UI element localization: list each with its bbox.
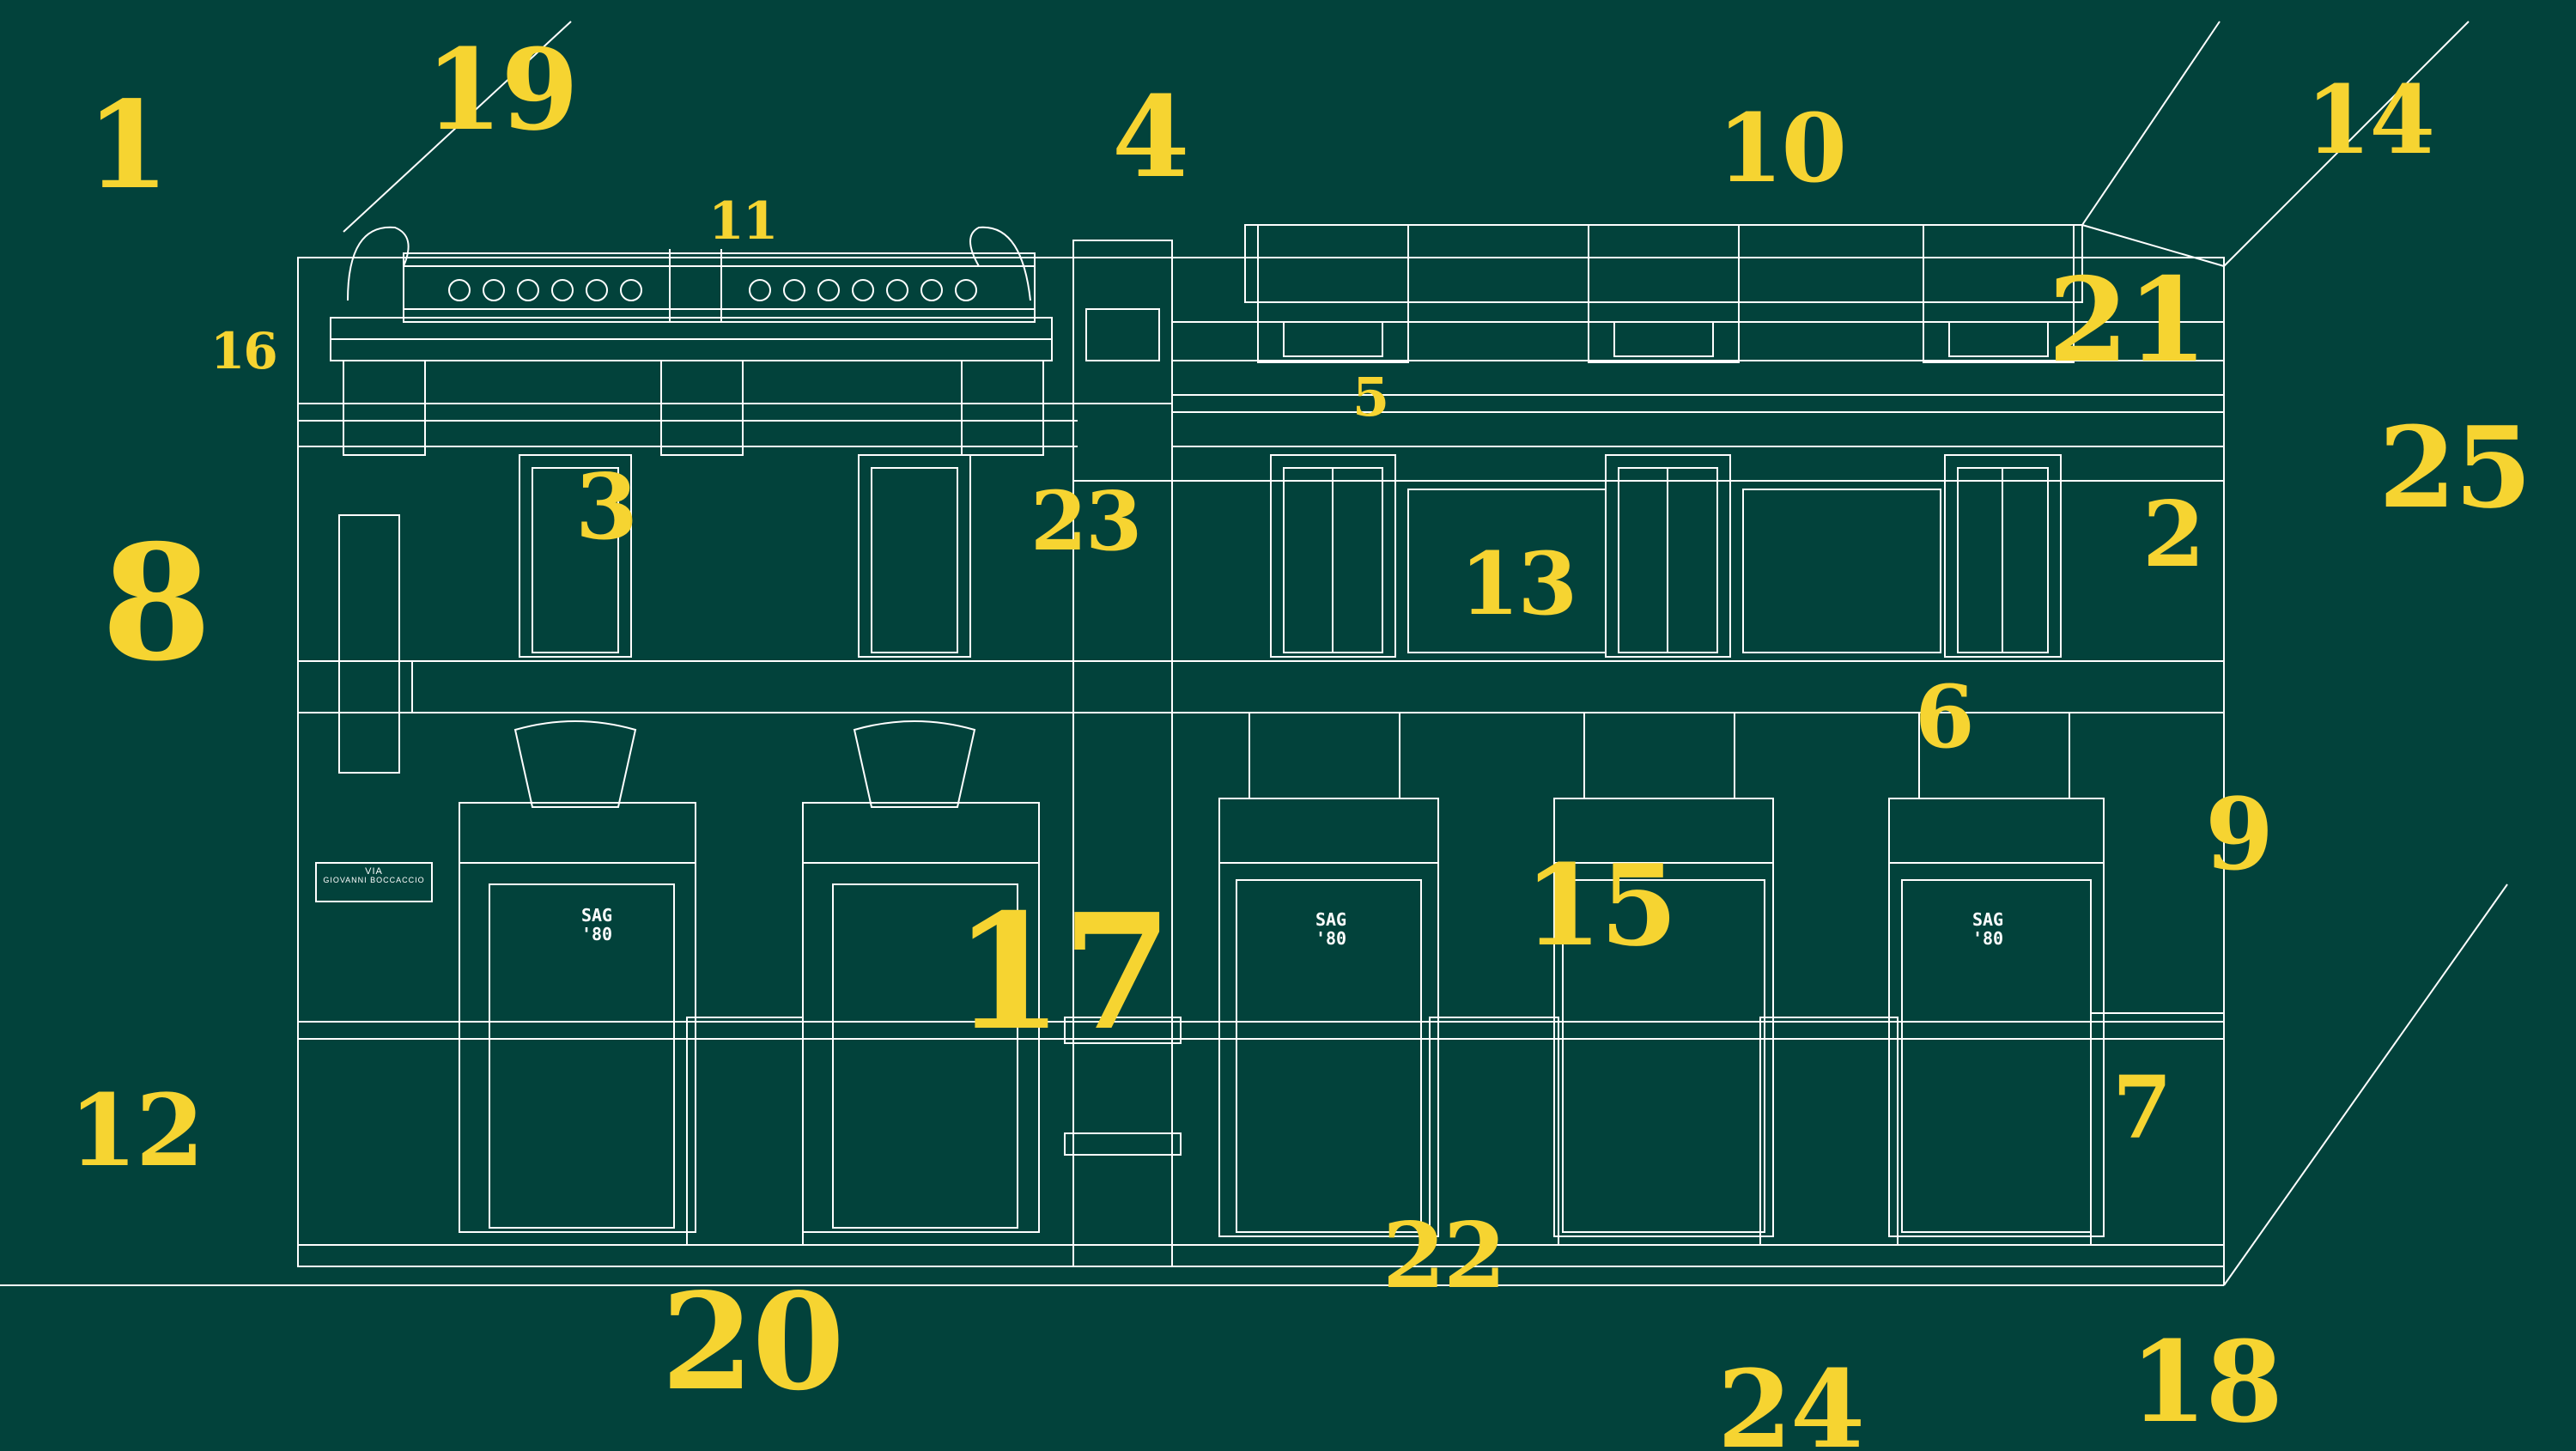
calendar-door-22[interactable]: 22 (1382, 1202, 1506, 1308)
left-cornice-brackets (298, 361, 1078, 455)
calendar-door-25[interactable]: 25 (2379, 402, 2532, 533)
street-sign-line2: GIOVANNI BOCCACCIO (323, 876, 425, 885)
street-sign-line1: VIA (365, 866, 383, 877)
left-balustrade (331, 228, 1052, 361)
calendar-door-24[interactable]: 24 (1717, 1347, 1865, 1451)
calendar-door-20[interactable]: 20 (661, 1263, 845, 1420)
monogram-line1: SAG (580, 905, 613, 926)
monogram-line1: SAG (1315, 909, 1347, 930)
calendar-door-18[interactable]: 18 (2129, 1316, 2283, 1448)
calendar-door-23[interactable]: 23 (1030, 474, 1142, 569)
upper-windows (519, 455, 2061, 657)
right-attic (1172, 225, 2224, 481)
calendar-door-17[interactable]: 17 (953, 878, 1172, 1065)
monogram-line2: '80 (1315, 928, 1347, 949)
calendar-door-3[interactable]: 3 (575, 453, 638, 560)
monogram-line2: '80 (580, 924, 613, 944)
door-monogram-1: SAG '80 (562, 906, 631, 944)
calendar-door-14[interactable]: 14 (2306, 64, 2435, 175)
door-monogram-2: SAG '80 (1297, 910, 1365, 948)
calendar-door-1[interactable]: 1 (86, 76, 169, 216)
keystone-ornaments (515, 713, 2069, 807)
calendar-door-5[interactable]: 5 (1352, 366, 1389, 428)
calendar-door-15[interactable]: 15 (1524, 840, 1678, 971)
door-monogram-3: SAG '80 (1953, 910, 2022, 948)
calendar-door-13[interactable]: 13 (1460, 533, 1577, 634)
calendar-door-7[interactable]: 7 (2112, 1057, 2172, 1158)
calendar-door-12[interactable]: 12 (69, 1073, 204, 1189)
street-sign-text: VIA GIOVANNI BOCCACCIO (316, 866, 432, 885)
calendar-door-16[interactable]: 16 (210, 322, 278, 380)
calendar-door-9[interactable]: 9 (2205, 777, 2274, 893)
street-sign (316, 863, 432, 902)
monogram-line1: SAG (1971, 909, 2004, 930)
calendar-door-2[interactable]: 2 (2142, 481, 2205, 587)
calendar-door-4[interactable]: 4 (1112, 71, 1189, 203)
calendar-door-10[interactable]: 10 (1717, 93, 1847, 203)
calendar-door-6[interactable]: 6 (1915, 666, 1975, 768)
shop-doors (459, 798, 2104, 1236)
calendar-door-19[interactable]: 19 (425, 24, 579, 155)
calendar-door-21[interactable]: 21 (2048, 252, 2208, 388)
central-tower-column (1065, 240, 1181, 1266)
calendar-door-8[interactable]: 8 (101, 509, 212, 696)
calendar-door-11[interactable]: 11 (708, 191, 778, 252)
monogram-line2: '80 (1971, 928, 2004, 949)
pilasters (339, 515, 2224, 1245)
